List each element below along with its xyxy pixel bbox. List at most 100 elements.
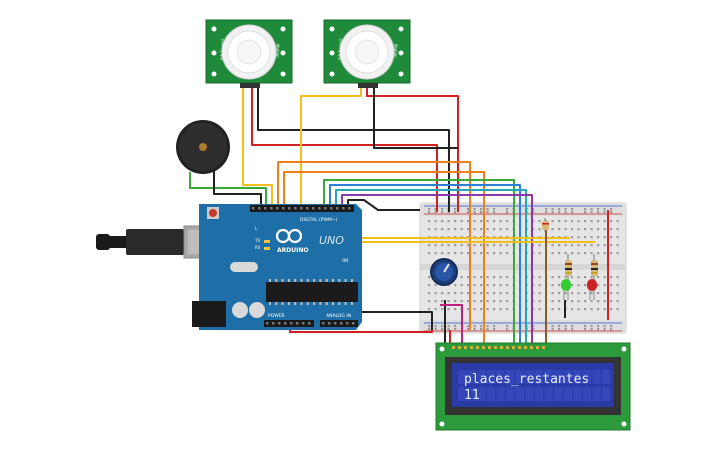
- wire-black-bb: [347, 199, 420, 211]
- breadboard-hole: [603, 252, 606, 255]
- lcd-cell: [486, 370, 496, 384]
- breadboard-hole: [493, 244, 496, 247]
- breadboard-hole: [467, 252, 470, 255]
- breadboard-hole: [480, 292, 483, 295]
- lcd-cell: [496, 370, 505, 384]
- breadboard-hole: [551, 276, 554, 279]
- breadboard-hole: [454, 252, 457, 255]
- header-pin: [294, 207, 297, 210]
- rail-hole: [473, 325, 476, 328]
- breadboard-hole: [467, 308, 470, 311]
- lcd-pin: [458, 346, 461, 349]
- chip-leg: [300, 279, 303, 282]
- lcd-pin: [452, 346, 455, 349]
- lcd-cell: [506, 370, 515, 384]
- breadboard-hole: [493, 292, 496, 295]
- chip-leg: [294, 302, 297, 305]
- lcd-cell: [554, 387, 563, 401]
- rail-hole: [564, 211, 567, 214]
- rail-hole: [610, 208, 613, 211]
- breadboard-hole: [506, 284, 509, 287]
- breadboard-hole: [558, 284, 561, 287]
- breadboard-hole: [454, 228, 457, 231]
- breadboard-hole: [506, 292, 509, 295]
- breadboard-hole: [532, 308, 535, 311]
- lcd-cell: [534, 370, 544, 384]
- breadboard-hole: [551, 308, 554, 311]
- breadboard-hole: [473, 300, 476, 303]
- rail-hole: [532, 328, 535, 331]
- rail-hole: [558, 325, 561, 328]
- breadboard-hole: [428, 276, 431, 279]
- breadboard-hole: [460, 284, 463, 287]
- rail-hole: [545, 208, 548, 211]
- breadboard-hole: [454, 220, 457, 223]
- header-pin: [266, 322, 269, 325]
- lcd-pin: [530, 346, 533, 349]
- breadboard-hole: [460, 244, 463, 247]
- rail-hole: [551, 325, 554, 328]
- breadboard-hole: [493, 308, 496, 311]
- rail-hole: [486, 208, 489, 211]
- lcd-line-1: places_restantes: [464, 372, 589, 387]
- header-pin: [322, 322, 325, 325]
- header-pin: [300, 207, 303, 210]
- breadboard-hole: [428, 252, 431, 255]
- breadboard-hole: [584, 252, 587, 255]
- breadboard-hole: [460, 220, 463, 223]
- breadboard-hole: [499, 244, 502, 247]
- lcd-cell: [563, 387, 572, 401]
- breadboard-hole: [590, 252, 593, 255]
- breadboard-hole: [551, 284, 554, 287]
- breadboard-hole: [486, 300, 489, 303]
- breadboard-hole: [428, 308, 431, 311]
- breadboard-hole: [428, 292, 431, 295]
- rail-hole: [571, 325, 574, 328]
- breadboard-hole: [616, 228, 619, 231]
- arduino-uno-board: ARDUINO UNO DIGITAL (PWM~) POWER ANALOG …: [96, 204, 362, 330]
- lcd-cell: [582, 370, 592, 384]
- breadboard-hole: [428, 228, 431, 231]
- rail-hole: [610, 328, 613, 331]
- rail-hole: [493, 328, 496, 331]
- breadboard-hole: [428, 244, 431, 247]
- breadboard-hole: [584, 236, 587, 239]
- header-pin: [348, 207, 351, 210]
- rail-hole: [564, 325, 567, 328]
- wire-pir2-gnd: [373, 86, 458, 149]
- chip-leg: [350, 302, 353, 305]
- breadboard-hole: [603, 236, 606, 239]
- rail-hole: [441, 211, 444, 214]
- resistor-2: [591, 254, 598, 282]
- lcd-cell: [467, 370, 476, 384]
- header-pin: [278, 322, 281, 325]
- breadboard-hole: [538, 308, 541, 311]
- rx-label: RX: [255, 245, 261, 250]
- pir-sensor-1: PIR Sensor Motion: [205, 19, 293, 88]
- tx-label: TX: [254, 238, 260, 243]
- breadboard-hole: [584, 300, 587, 303]
- chip-leg: [294, 279, 297, 282]
- breadboard-hole: [506, 244, 509, 247]
- breadboard-hole: [558, 292, 561, 295]
- wire-pir2-vcc: [366, 86, 459, 212]
- breadboard-hole: [577, 252, 580, 255]
- chip-leg: [332, 279, 334, 282]
- breadboard-hole: [493, 228, 496, 231]
- lcd-pin: [506, 346, 509, 349]
- rail-hole: [434, 208, 437, 211]
- breadboard-hole: [473, 244, 476, 247]
- breadboard-hole: [577, 276, 580, 279]
- header-pin: [352, 322, 355, 325]
- breadboard-hole: [532, 292, 535, 295]
- breadboard-hole: [493, 300, 496, 303]
- lcd-cell: [554, 370, 563, 384]
- rail-hole: [447, 325, 450, 328]
- breadboard-hole: [532, 284, 535, 287]
- breadboard-hole: [486, 244, 489, 247]
- chip-leg: [306, 279, 309, 282]
- bottom-header-pins: [266, 322, 355, 325]
- rail-hole: [434, 211, 437, 214]
- header-pin: [258, 207, 261, 210]
- chip-leg: [281, 302, 284, 305]
